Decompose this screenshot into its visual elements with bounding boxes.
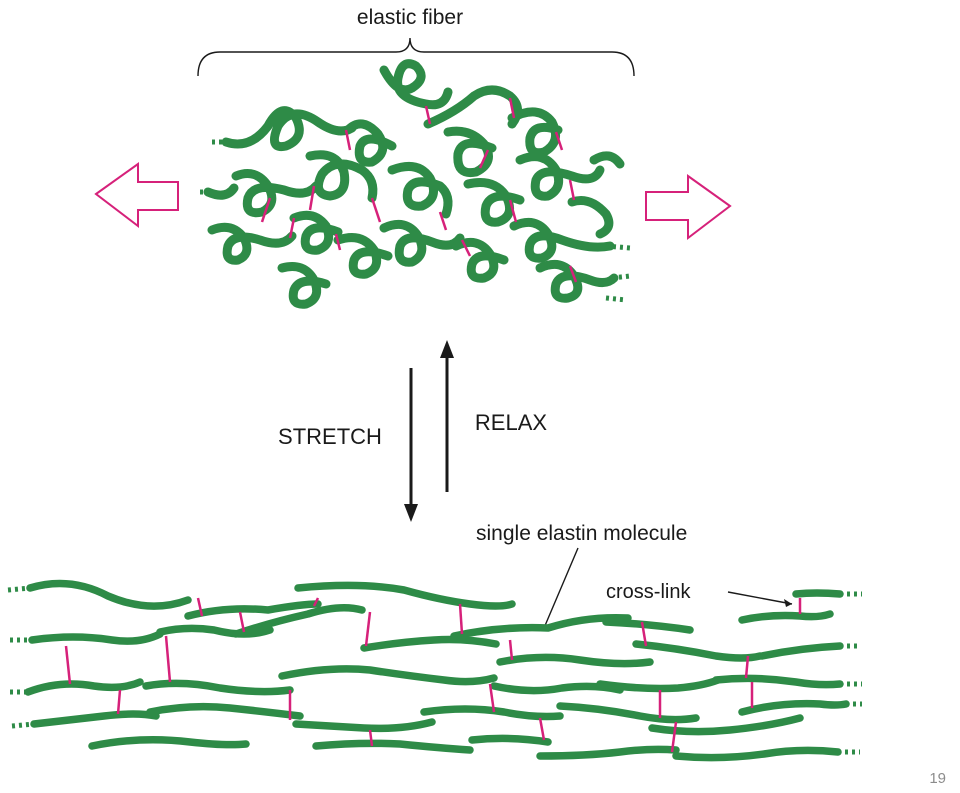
cross-link-label: cross-link: [606, 581, 691, 603]
single-elastin-molecule-pointer: [543, 547, 579, 629]
fiber-bracket: [197, 37, 635, 77]
relaxed-elastin-network: [200, 59, 631, 309]
page-number: 19: [929, 770, 946, 787]
stretch-label: STRETCH: [278, 424, 382, 449]
stretched-elastin-network: [7, 579, 862, 762]
elastic-fiber-label: elastic fiber: [357, 6, 463, 29]
stretch-arrow-left: [94, 162, 179, 229]
cross-link-pointer: [727, 591, 793, 605]
single-elastin-molecule-label: single elastin molecule: [476, 522, 687, 545]
stretch-arrow-right: [645, 174, 732, 241]
stretch-arrow: [404, 368, 418, 522]
relax-label: RELAX: [475, 410, 547, 435]
relax-arrow: [440, 340, 454, 492]
